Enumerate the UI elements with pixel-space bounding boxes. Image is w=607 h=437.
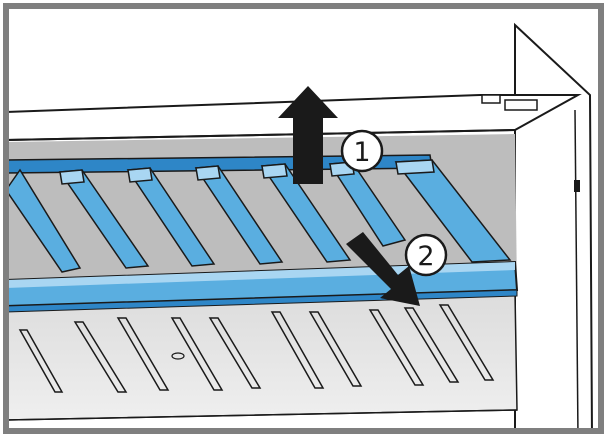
step-2-number: 2 bbox=[417, 241, 434, 272]
step-2-marker: 2 bbox=[406, 235, 446, 275]
latch-left bbox=[482, 95, 500, 103]
interior-floor bbox=[6, 292, 517, 420]
step-1-number: 1 bbox=[353, 137, 370, 168]
step-1-marker: 1 bbox=[342, 131, 382, 171]
latch-right bbox=[505, 100, 537, 110]
cabinet-side-wall bbox=[515, 25, 592, 437]
side-clip bbox=[574, 180, 580, 192]
